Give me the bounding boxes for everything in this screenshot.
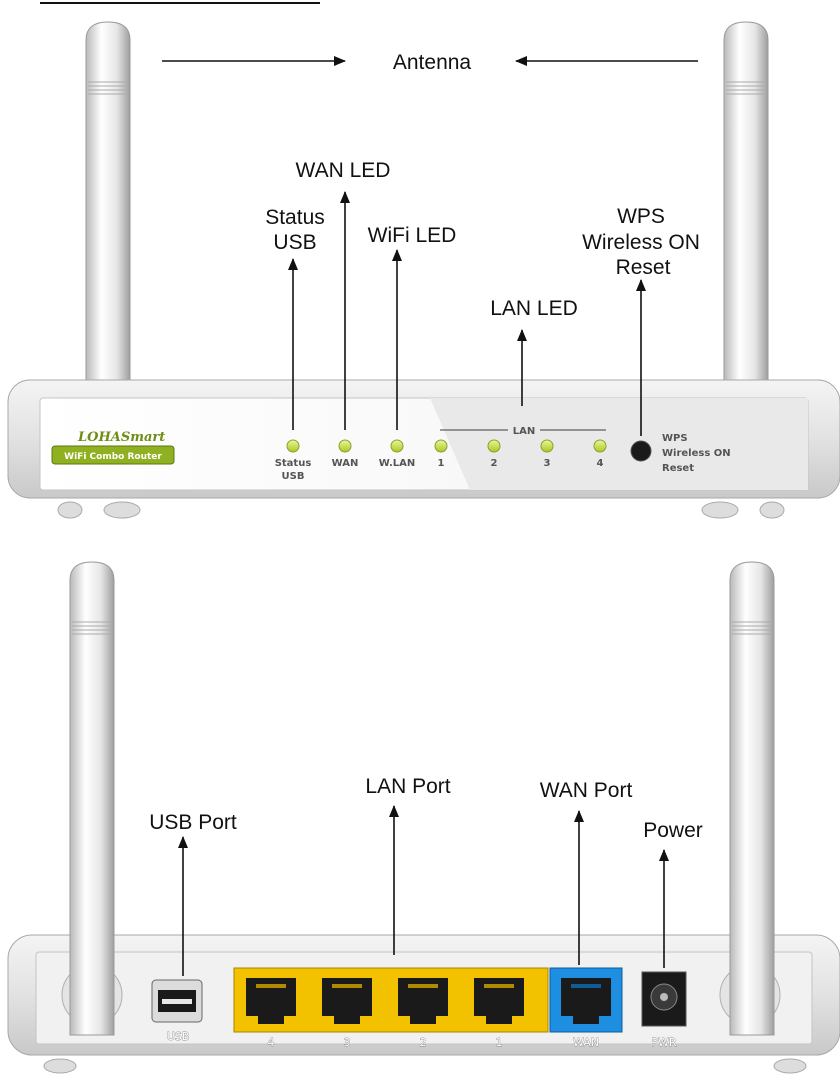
callout-wan-led: WAN LED <box>296 159 391 182</box>
lan1-led-icon <box>435 440 447 452</box>
port-label-lan4: 4 <box>268 1036 275 1049</box>
port-label-lan1: 1 <box>496 1036 503 1049</box>
back-antenna-left-icon <box>70 562 114 1035</box>
callout-wifi-led: WiFi LED <box>368 224 457 247</box>
lan-group-label: LAN <box>513 426 535 437</box>
usb-port-icon <box>152 980 202 1022</box>
antenna-left-icon <box>86 22 130 385</box>
port-label-pwr: PWR <box>651 1036 677 1049</box>
brand-name: LOHASmart <box>77 430 165 445</box>
lan3-led-icon <box>541 440 553 452</box>
led-label-lan4: 4 <box>597 458 604 469</box>
wlan-led-icon <box>391 440 403 452</box>
lan4-led-icon <box>594 440 606 452</box>
wan-led-icon <box>339 440 351 452</box>
back-antenna-right-icon <box>730 562 774 1035</box>
back-view: USB 4 3 2 1 WAN <box>8 562 840 1073</box>
btn-label-reset: Reset <box>662 463 694 474</box>
front-view: LOHASmart WiFi Combo Router Status USB W… <box>8 22 840 518</box>
port-label-wan: WAN <box>573 1036 599 1049</box>
callout-usb: USB <box>273 231 316 254</box>
btn-label-wireless: Wireless ON <box>662 448 731 459</box>
led-label-lan3: 3 <box>544 458 551 469</box>
callout-lan-led: LAN LED <box>490 297 578 320</box>
callout-wireless-on: Wireless ON <box>582 231 700 254</box>
status-led-icon <box>287 440 299 452</box>
callout-reset: Reset <box>616 256 671 279</box>
led-label-usb: USB <box>282 471 305 482</box>
led-label-wan: WAN <box>332 458 359 469</box>
wps-button-icon <box>631 441 651 461</box>
led-label-lan1: 1 <box>438 458 445 469</box>
led-label-lan2: 2 <box>491 458 498 469</box>
callout-status: Status <box>265 206 325 229</box>
antenna-right-icon <box>724 22 768 385</box>
callout-wan-port: WAN Port <box>540 779 633 802</box>
callout-antenna: Antenna <box>393 51 472 74</box>
callout-lan-port: LAN Port <box>365 775 450 798</box>
power-jack-icon <box>642 972 686 1026</box>
btn-label-wps: WPS <box>662 433 688 444</box>
led-label-wlan: W.LAN <box>379 458 416 469</box>
led-label-status: Status <box>275 458 312 469</box>
callout-wps: WPS <box>617 205 665 228</box>
port-label-lan3: 3 <box>344 1036 351 1049</box>
callout-power: Power <box>643 819 703 842</box>
callout-usb-port: USB Port <box>149 811 237 834</box>
lan2-led-icon <box>488 440 500 452</box>
port-label-usb: USB <box>167 1030 190 1043</box>
brand-subtitle: WiFi Combo Router <box>64 452 162 462</box>
port-label-lan2: 2 <box>420 1036 427 1049</box>
